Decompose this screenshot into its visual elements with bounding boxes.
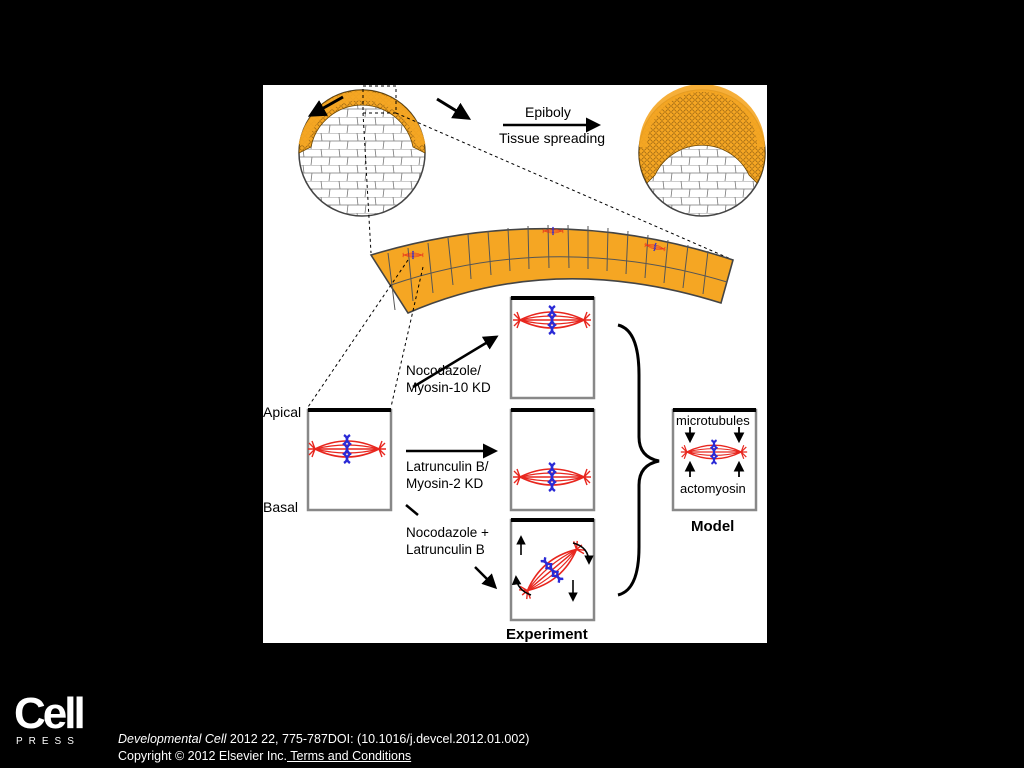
citation-line: Developmental Cell 2012 22, 775-787DOI: … [118, 731, 529, 748]
arrow-spread-right [436, 97, 472, 120]
citation-details: 2012 22, 775-787DOI: (10.1016/j.devcel.2… [226, 732, 530, 746]
dash-line-1 [362, 112, 372, 254]
logo-subtext: PRESS [16, 736, 80, 747]
arrow-treatment-3-stub [405, 504, 419, 516]
curly-brace [617, 323, 660, 597]
cell-press-logo: Cell PRESS [14, 692, 86, 752]
terms-link[interactable]: Terms and Conditions [287, 749, 412, 763]
dash-line-3 [307, 259, 409, 408]
label-apical: Apical [263, 404, 301, 420]
embryo-right [638, 85, 766, 217]
label-epiboly: Epiboly [525, 104, 571, 120]
logo-word: Cell [14, 689, 86, 738]
tissue-strip [369, 224, 734, 315]
cell-initial [306, 408, 393, 512]
journal-name: Developmental Cell [118, 732, 227, 746]
citation: Developmental Cell 2012 22, 775-787DOI: … [118, 731, 529, 765]
label-nocodazole-latrunculin: Nocodazole + Latrunculin B [406, 525, 493, 557]
label-tissue-spreading: Tissue spreading [499, 130, 605, 146]
label-experiment: Experiment [506, 626, 588, 643]
cell-result-3 [509, 518, 596, 622]
dash-line-2 [395, 112, 734, 261]
label-nocodazole-myosin10: Nocodazole/ Myosin-10 KD [406, 363, 491, 395]
arrow-treatment-1 [412, 335, 499, 389]
figure-panel: Epiboly Tissue spreading Apical Ba [263, 85, 767, 643]
cell-result-1 [509, 296, 596, 400]
label-microtubules: microtubules [676, 413, 750, 428]
arrow-treatment-3 [474, 566, 498, 590]
copyright-text: Copyright © 2012 Elsevier Inc. [118, 749, 288, 763]
label-latrunculin-myosin2: Latrunculin B/ Myosin-2 KD [406, 459, 492, 491]
label-actomyosin: actomyosin [680, 481, 746, 496]
arrow-spread-left [307, 95, 344, 117]
cell-result-2 [509, 408, 596, 512]
copyright-line: Copyright © 2012 Elsevier Inc. Terms and… [118, 748, 529, 765]
label-model: Model [691, 518, 734, 535]
label-basal: Basal [263, 499, 298, 515]
embryo-left [298, 89, 426, 217]
diagram-svg: Epiboly Tissue spreading Apical Ba [263, 85, 766, 643]
cell-model [671, 408, 758, 512]
